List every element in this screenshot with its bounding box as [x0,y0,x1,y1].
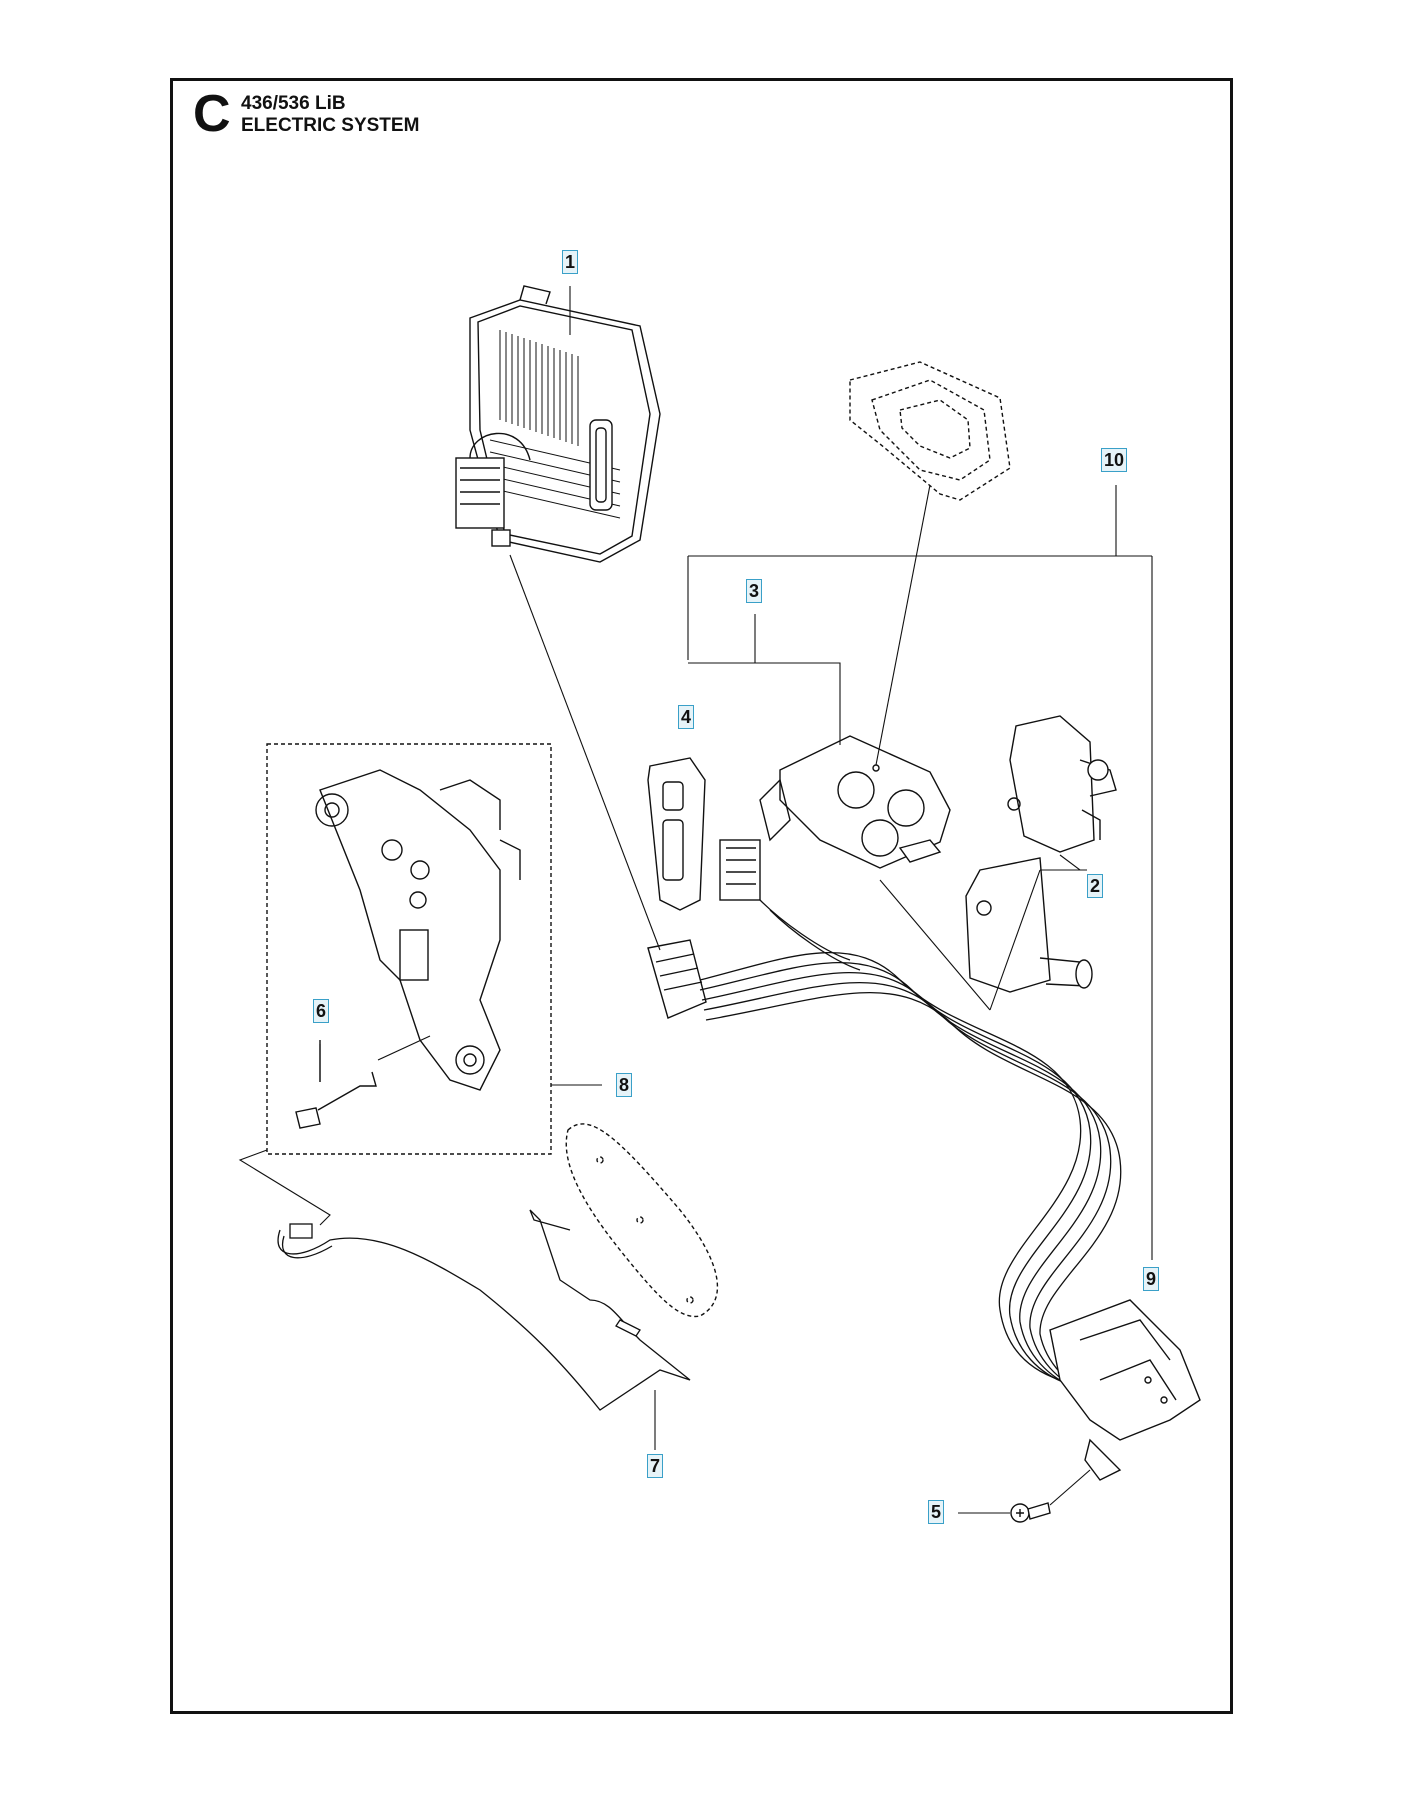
callout-3: 3 [746,579,763,603]
callout-6: 6 [313,999,330,1023]
pushbutton-switch-part [1007,715,1117,853]
model-title: 436/536 LiB [241,93,346,114]
control-module-part [455,285,661,563]
callout-2: 2 [1087,874,1104,898]
rotary-switch-part [965,857,1093,993]
spring-clip-part [295,1040,377,1129]
dashed-cover-outline [849,361,1011,501]
leader-lines [238,286,1153,1514]
wire-loop-part [277,1209,691,1411]
callout-8: 8 [616,1073,633,1097]
wiring-harness-part [699,899,1122,1397]
diagram-frame [170,78,1233,1714]
callout-9: 9 [1143,1267,1160,1291]
callout-5: 5 [928,1500,945,1524]
dashed-lever-outline [565,1123,719,1318]
screw-part [1010,1502,1051,1523]
section-letter: C [193,85,231,143]
callout-7: 7 [647,1454,664,1478]
callout-1: 1 [562,250,579,274]
callout-10: 10 [1101,448,1128,472]
harness-connector-part [647,839,761,1019]
callout-4: 4 [678,705,695,729]
system-title: ELECTRIC SYSTEM [241,115,420,136]
connector-clip-part [647,757,706,911]
bracket-part [315,769,521,1091]
bracket-dashed-group-box [266,743,552,1155]
switch-housing-part [759,735,951,869]
trigger-assembly-part [1049,1299,1201,1481]
